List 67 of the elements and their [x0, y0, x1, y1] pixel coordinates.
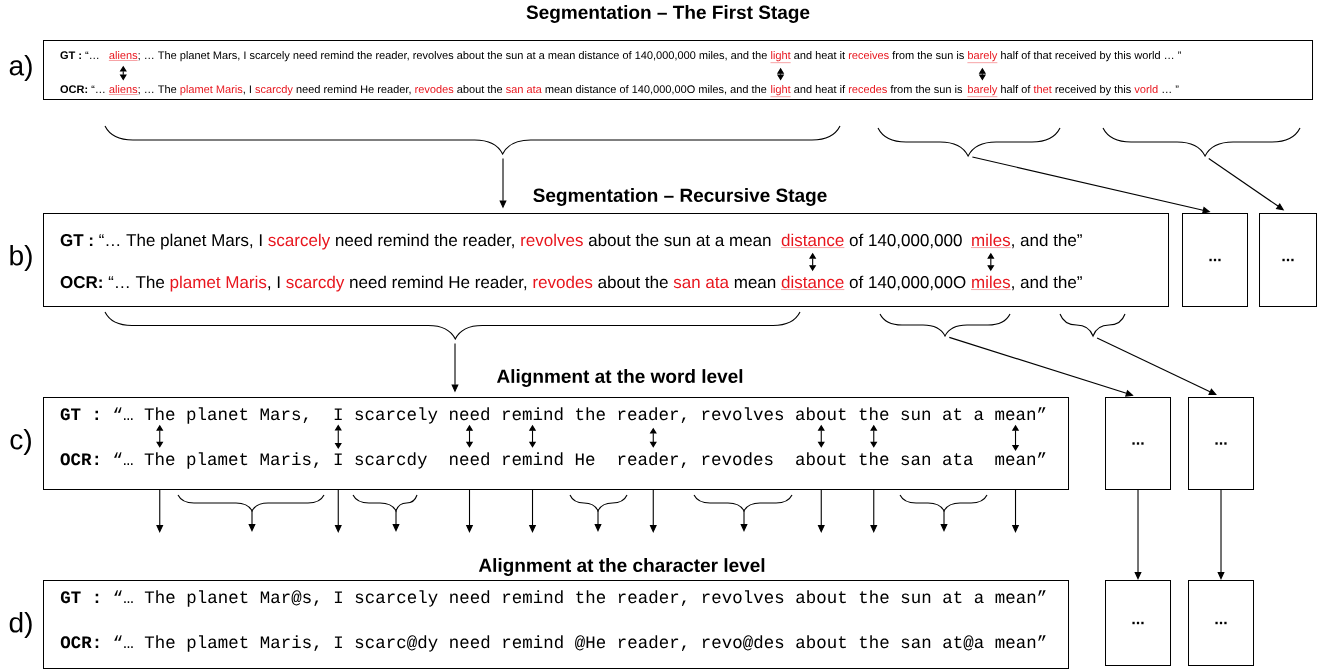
aligned-word: need [450, 407, 489, 421]
brace [177, 494, 325, 512]
aligned-word: I [334, 453, 342, 465]
arrow [1134, 489, 1142, 580]
row-label: a) [9, 54, 32, 82]
text-box: GT : “… The planet Mars, I scarcely need remind the reader, revolves about the sun at a mean ” OCR: “… The plamet Maris, I scarcdy need remind He reader, revodes about the san ata mean ” [43, 397, 1069, 490]
arrow [870, 489, 878, 533]
ellipsis-box: ... [1259, 213, 1317, 307]
aligned-word: barely [967, 85, 998, 97]
brace [1059, 313, 1126, 337]
aligned-word: reader, [618, 452, 686, 469]
stage-heading: Segmentation – The First Stage [526, 5, 810, 23]
aligned-word: about [796, 407, 846, 421]
aligned-word: distance [780, 233, 845, 248]
aligned-word: I [334, 408, 342, 420]
stage-heading: Segmentation – Recursive Stage [533, 188, 827, 206]
brace [352, 494, 418, 512]
ellipsis-box: ... [1188, 580, 1254, 666]
aligned-word: mean [995, 455, 1035, 466]
ellipsis-box: ... [1105, 580, 1171, 666]
text-box: GT : “… The planet Mar@s, I scarcely need remind the reader, revolves about the sun at a mean” OCR: “… The plamet Maris, I scarc@dy need remind @He reader, revo@des about the san at@a mean” [43, 580, 1069, 669]
ellipsis-box: ... [1188, 397, 1254, 490]
arrow [940, 510, 948, 532]
arrow [1096, 337, 1217, 396]
brace [104, 311, 801, 340]
stage-heading: Alignment at the character level [478, 558, 765, 576]
aligned-word: about [796, 452, 846, 466]
stage-heading: Alignment at the word level [496, 369, 743, 387]
aligned-word: miles [970, 275, 1011, 290]
arrow [817, 489, 825, 533]
arrow [334, 489, 342, 533]
aligned-word: miles [970, 233, 1011, 248]
brace [879, 313, 1011, 337]
brace [693, 494, 793, 512]
aligned-word: The [144, 407, 175, 421]
ellipsis-box: ... [1105, 397, 1171, 490]
arrow [649, 489, 657, 533]
brace [104, 125, 841, 155]
aligned-word: distance [780, 275, 845, 290]
brace [877, 127, 1061, 157]
aligned-word: reader, [618, 407, 686, 424]
text-box: GT : “… OCR: “… aliens aliens ; … The planet Mars, I scarcely need remind the reader, revolves about the sun at a mean distance of 140,000,000 miles, and the ; … The plamet Maris, I scarcdy need remind He reader, revodes about the san ata mean distance of 140,000,00O miles, and the light light and heat it receives from the sun is and heat if recedes from the sun is barely barely half of that received by this world … ” half of thet received by this vorld … ” [43, 40, 1313, 100]
aligned-word: aliens [108, 51, 138, 61]
arrow [248, 510, 256, 532]
aligned-word: remind [503, 452, 563, 466]
arrow [1217, 489, 1225, 580]
aligned-word: light [770, 85, 791, 97]
arrow [392, 510, 400, 532]
row-label: b) [10, 244, 32, 272]
aligned-word: need [450, 452, 489, 466]
brace [569, 494, 628, 512]
brace [1102, 127, 1301, 157]
aligned-word: The [144, 452, 175, 466]
arrow [740, 510, 748, 532]
text-box: GT : “… The planet Mars, I scarcely need remind the reader, revolves about the sun at a mean OCR: “… The plamet Maris, I scarcdy need remind He reader, revodes about the san ata mean distance distance of 140,000,000 of 140,000,00O miles miles , and the” , and the” [43, 213, 1169, 307]
aligned-word: the [859, 407, 889, 421]
arrow [156, 489, 164, 533]
aligned-word: barely [967, 51, 998, 63]
aligned-word: mean [995, 410, 1035, 421]
aligned-word: remind [503, 407, 563, 421]
aligned-word: light [770, 51, 791, 63]
brace [899, 494, 988, 512]
row-label: c) [10, 428, 31, 456]
aligned-word: aliens [108, 85, 138, 95]
aligned-word: the [859, 452, 889, 466]
arrow [594, 510, 602, 532]
ellipsis-box: ... [1182, 213, 1248, 307]
